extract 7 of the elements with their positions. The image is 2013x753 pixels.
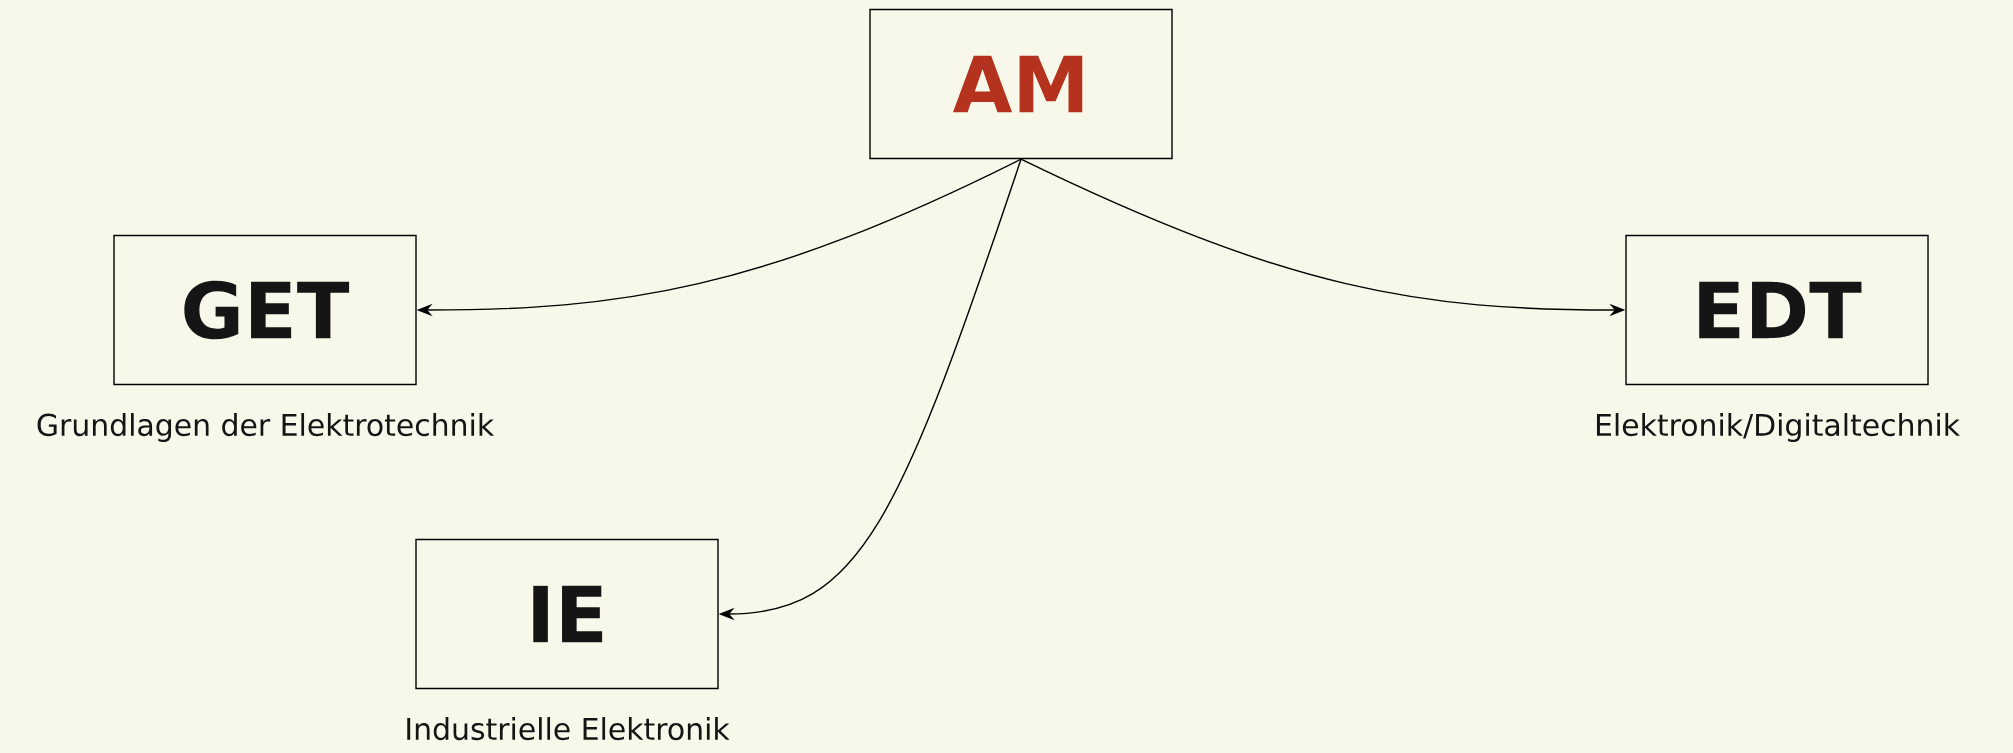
label-box: GET <box>113 234 417 386</box>
node-label: Grundlagen der Elektrotechnik <box>37 413 495 442</box>
node-label: Industrielle Elektronik <box>407 717 730 741</box>
label-box: AM <box>869 8 1173 160</box>
label-box: EDT <box>1625 234 1929 386</box>
label-box: IE <box>415 538 719 690</box>
node-label: Elektronik/Digitaltechnik <box>1596 413 1960 442</box>
